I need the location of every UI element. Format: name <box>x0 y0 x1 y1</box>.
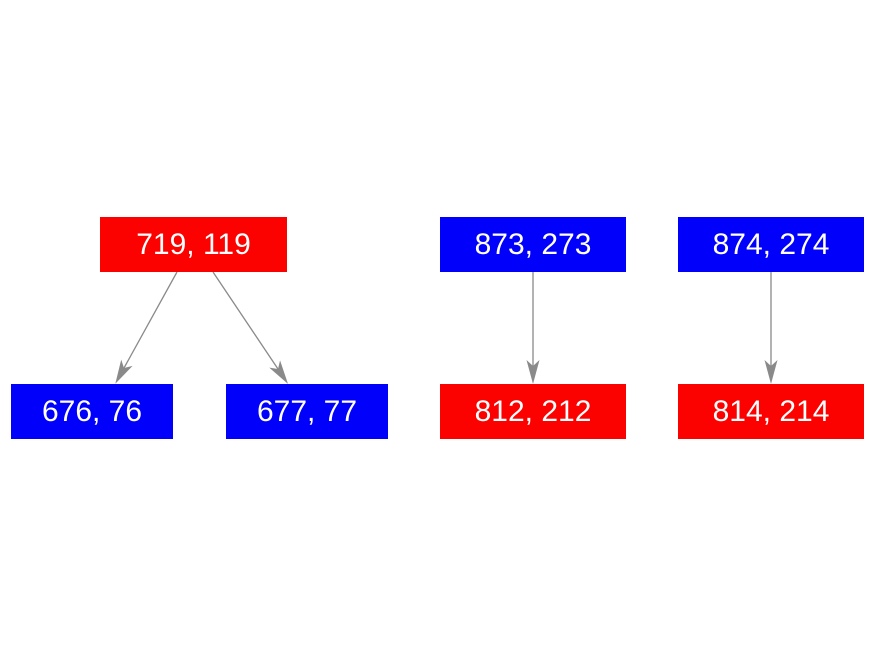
node-719-119[interactable]: 719, 119 <box>100 217 287 272</box>
node-677-77[interactable]: 677, 77 <box>226 384 388 439</box>
node-874-274[interactable]: 874, 274 <box>678 217 864 272</box>
node-812-212[interactable]: 812, 212 <box>440 384 626 439</box>
node-676-76[interactable]: 676, 76 <box>11 384 173 439</box>
node-873-273[interactable]: 873, 273 <box>440 217 626 272</box>
node-814-214[interactable]: 814, 214 <box>678 384 864 439</box>
edge-719-to-676 <box>115 271 178 384</box>
edge-719-to-677 <box>212 271 289 384</box>
